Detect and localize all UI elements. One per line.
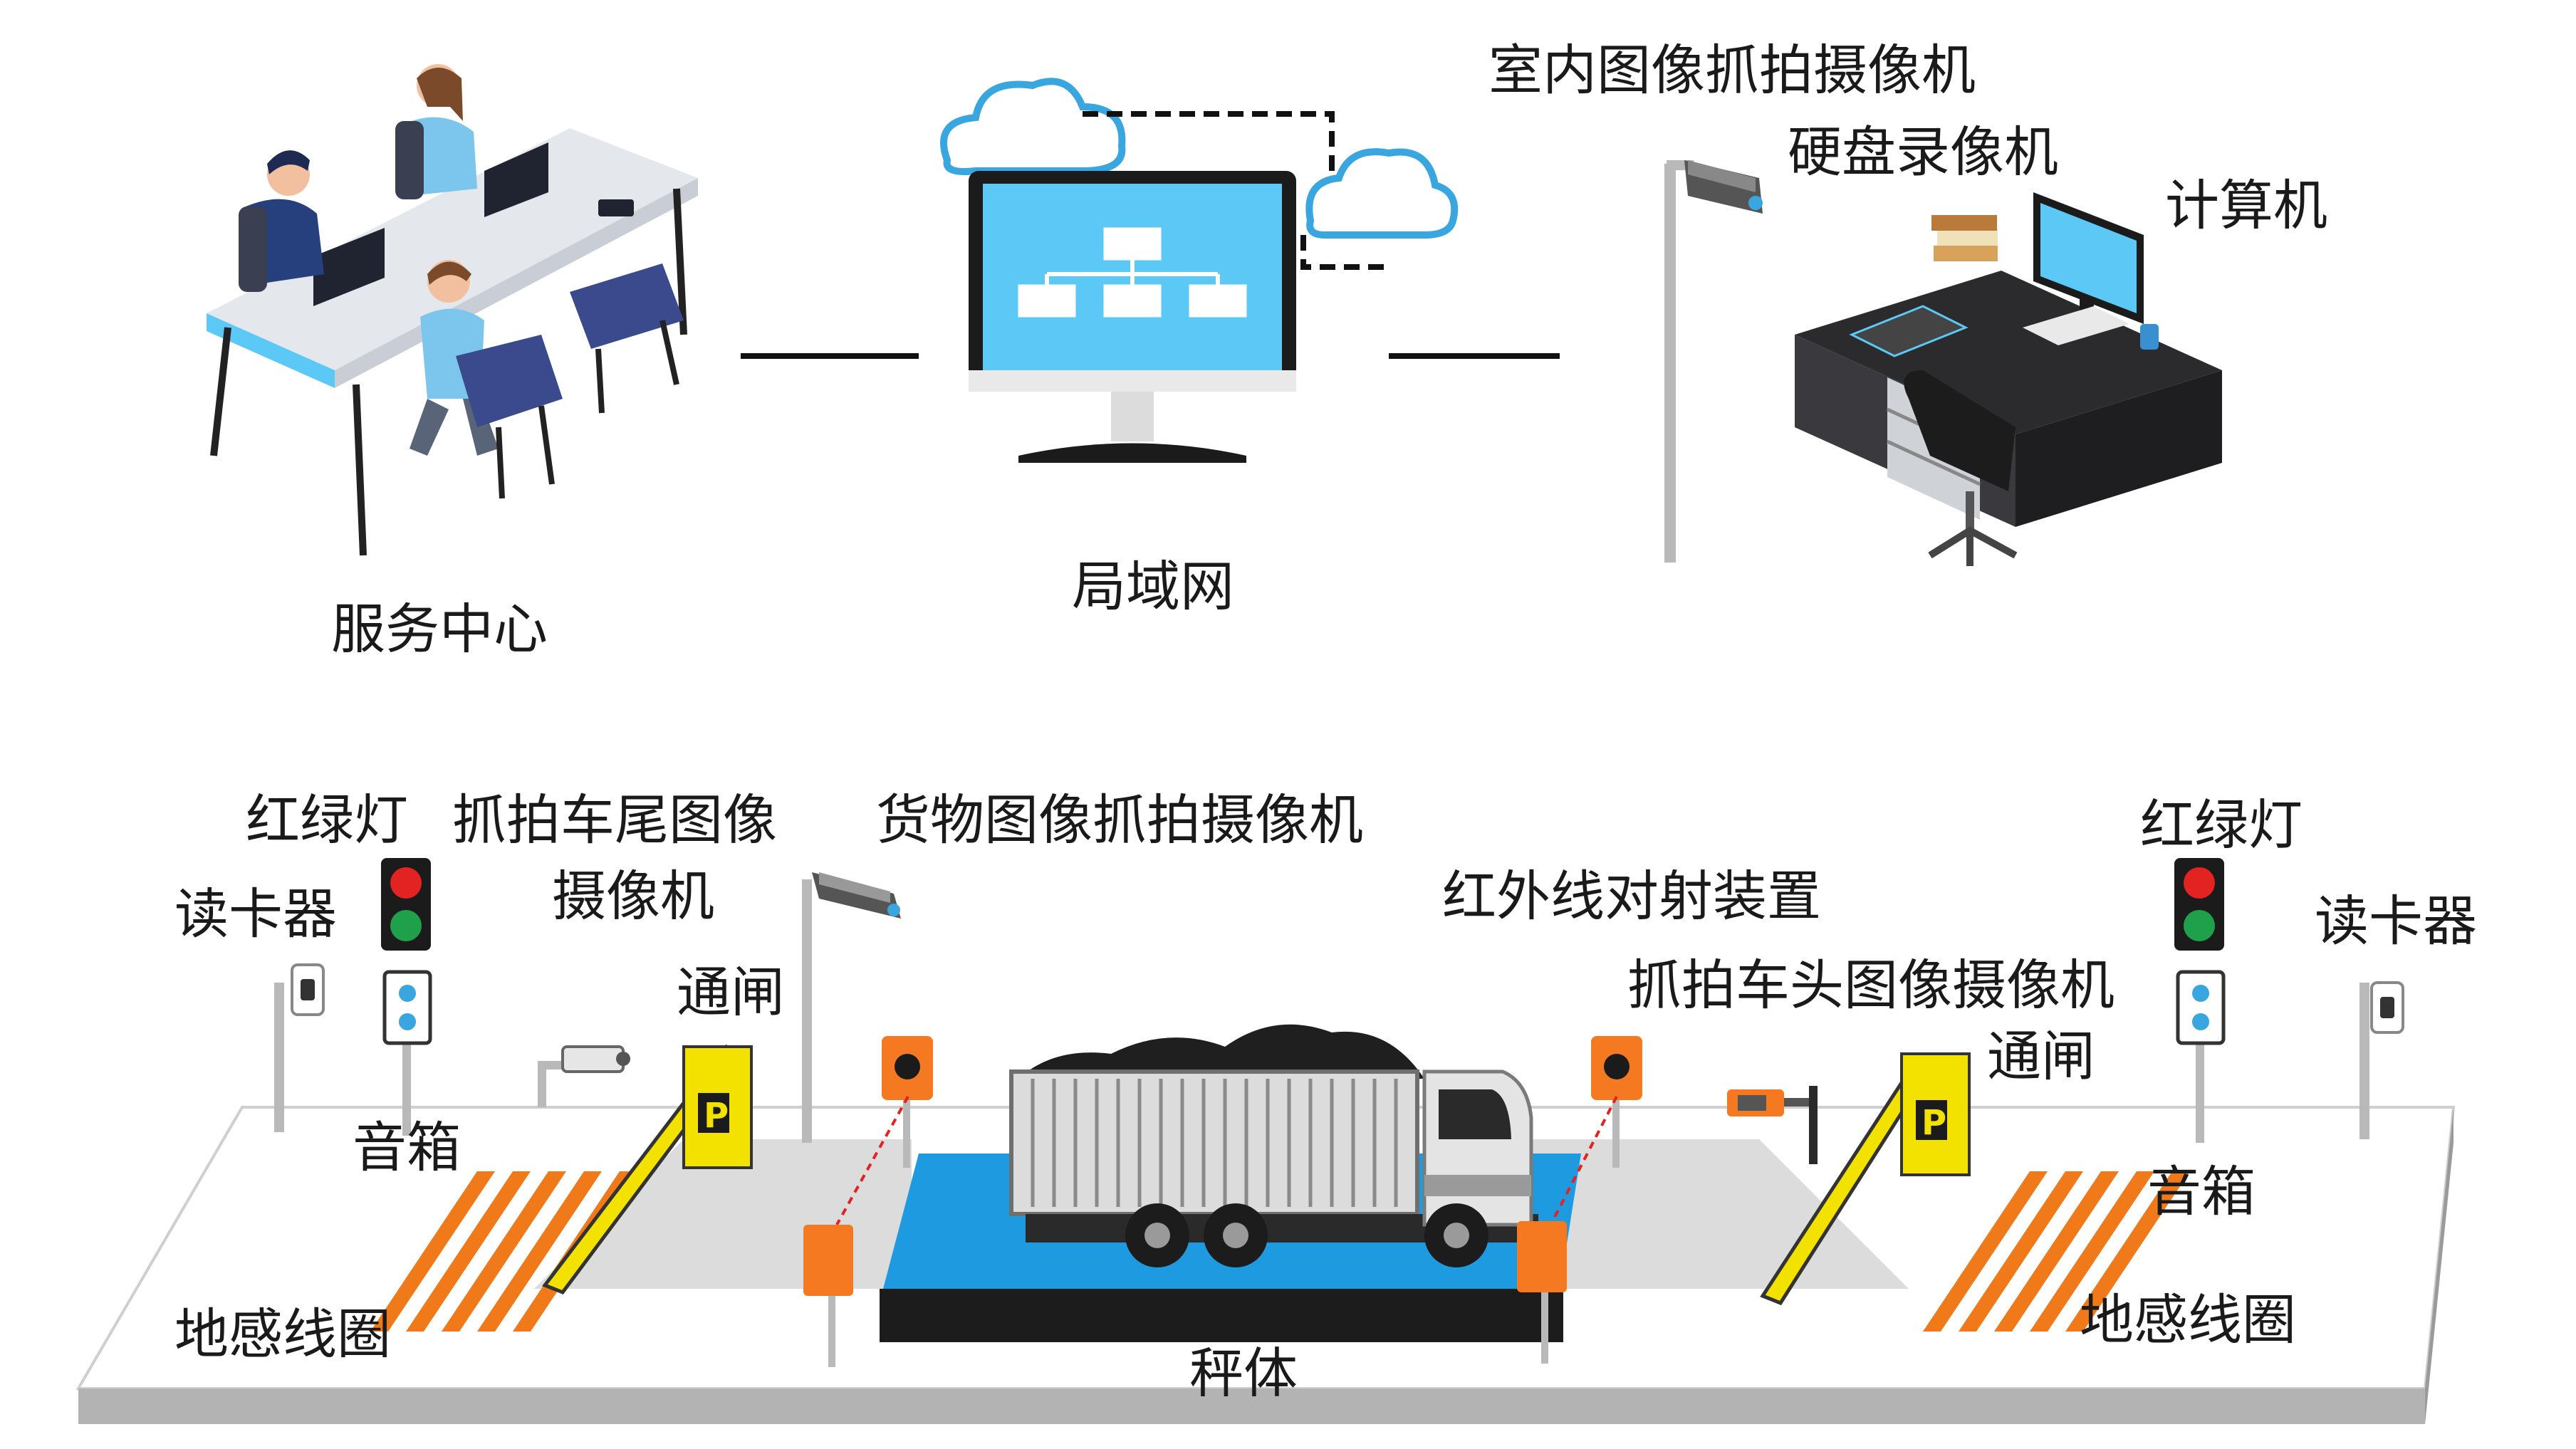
label-tail-camera-line2: 摄像机 bbox=[552, 864, 714, 928]
cloud-icon bbox=[940, 78, 1126, 175]
label-infrared: 红外线对射装置 bbox=[1442, 864, 1821, 928]
scale-base bbox=[880, 1289, 1563, 1342]
camera-lens-icon bbox=[887, 904, 900, 916]
head-camera bbox=[1727, 1086, 1818, 1164]
traffic-light-left bbox=[381, 858, 431, 1136]
label-traffic-light-right: 红绿灯 bbox=[2140, 793, 2303, 857]
indoor-camera-pole bbox=[1664, 160, 1763, 563]
truck-illustration bbox=[1009, 1024, 1538, 1267]
traffic-light-right bbox=[2174, 858, 2224, 1143]
ground-loop-right bbox=[1923, 1171, 2190, 1332]
cloud-icon bbox=[1305, 148, 1459, 239]
label-computer: 计算机 bbox=[2165, 174, 2327, 237]
label-cargo-camera: 货物图像抓拍摄像机 bbox=[876, 788, 1363, 852]
card-reader-right bbox=[2359, 981, 2404, 1139]
speaker-left bbox=[382, 970, 432, 1045]
label-head-camera: 抓拍车头图像摄像机 bbox=[1627, 953, 2114, 1017]
infrared-sensor-left bbox=[803, 1036, 933, 1367]
barrier-gate-right: P bbox=[1760, 1052, 1971, 1306]
infrared-sensor-right bbox=[1517, 1036, 1642, 1364]
label-card-reader-left: 读卡器 bbox=[174, 882, 337, 946]
barrier-gate-left: P bbox=[542, 1044, 753, 1295]
label-service-center: 服务中心 bbox=[331, 597, 548, 661]
parking-icon: P bbox=[1921, 1103, 1946, 1143]
tail-camera bbox=[538, 1045, 630, 1107]
card-reader-left bbox=[274, 963, 325, 1132]
label-nvr: 硬盘录像机 bbox=[1788, 120, 2058, 184]
service-center-illustration bbox=[207, 64, 698, 556]
lan-monitor-illustration bbox=[940, 78, 1459, 463]
label-loop-left: 地感线圈 bbox=[174, 1302, 391, 1366]
label-scale-body: 秤体 bbox=[1189, 1341, 1298, 1405]
label-tail-camera-line1: 抓拍车尾图像 bbox=[452, 788, 777, 852]
label-lan: 局域网 bbox=[1072, 555, 1234, 618]
label-indoor-camera: 室内图像抓拍摄像机 bbox=[1488, 38, 1976, 102]
label-card-reader-right: 读卡器 bbox=[2315, 889, 2477, 953]
label-loop-right: 地感线圈 bbox=[2080, 1288, 2296, 1351]
speaker-right bbox=[2176, 970, 2226, 1045]
cargo-camera bbox=[802, 872, 901, 1143]
camera-lens-icon bbox=[1748, 196, 1763, 210]
nvr-computer-desk bbox=[1795, 192, 2222, 566]
label-traffic-light-left: 红绿灯 bbox=[246, 788, 408, 852]
label-barrier-left: 通闸 bbox=[677, 961, 785, 1024]
label-barrier-right: 通闸 bbox=[1987, 1025, 2095, 1088]
label-speaker-left: 音箱 bbox=[353, 1116, 461, 1179]
parking-icon: P bbox=[704, 1096, 729, 1136]
label-speaker-right: 音箱 bbox=[2147, 1160, 2256, 1223]
